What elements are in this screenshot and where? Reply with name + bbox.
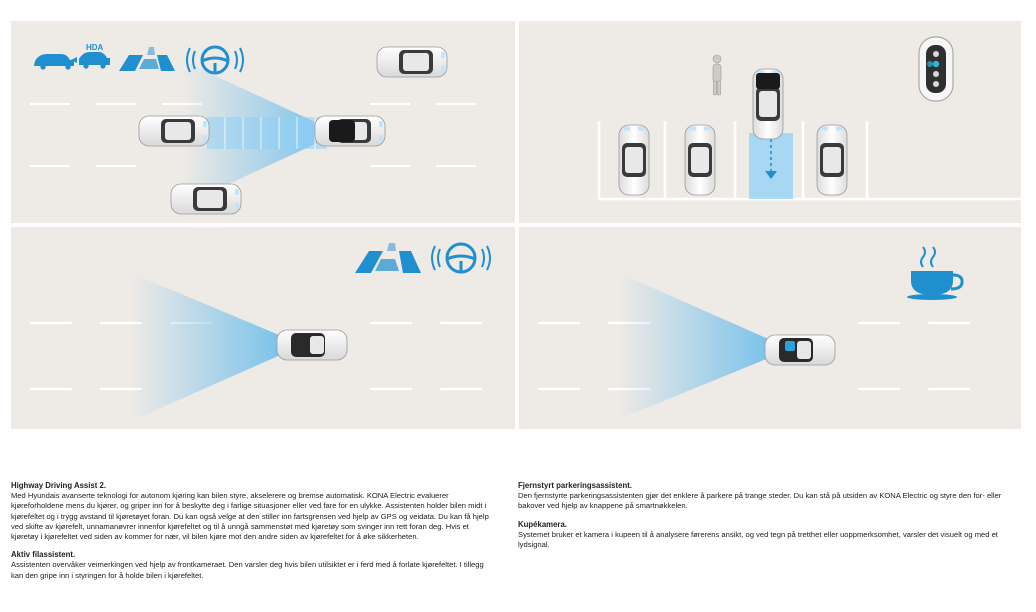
lane-assist-illustration	[11, 227, 515, 429]
section-body-lane: Assistenten overvåker veimerkingen ved h…	[11, 560, 484, 580]
steering-wheel-icon	[431, 242, 491, 274]
front-camera-view	[131, 273, 303, 421]
leading-car	[138, 115, 210, 147]
text-column-left: Highway Driving Assist 2. Med Hyundais a…	[11, 481, 491, 589]
parked-car-3	[816, 124, 848, 196]
ego-car	[276, 329, 348, 361]
section-body-parking: Den fjernstyrte parkeringsassistenten gj…	[518, 491, 1002, 511]
coffee-cup-icon	[907, 246, 964, 300]
ego-car	[314, 115, 386, 147]
car-follow-icon	[34, 52, 110, 70]
remote-parking-illustration	[519, 21, 1021, 223]
lane-icon	[355, 243, 421, 273]
adjacent-car-left	[170, 183, 242, 215]
safe-distance-zone	[207, 117, 327, 149]
cabin-camera-illustration	[519, 227, 1021, 429]
hda-illustration: HDA	[11, 21, 515, 223]
section-heading-lane: Aktiv filassistent.	[11, 550, 76, 560]
hda-badge: HDA	[86, 43, 104, 52]
pedestrian-icon	[712, 54, 722, 96]
section-heading-cabin: Kupékamera.	[518, 519, 567, 529]
smart-key-icon	[918, 36, 954, 102]
lane-icon	[119, 47, 175, 71]
steering-wheel-icon	[186, 45, 244, 75]
section-heading-hda: Highway Driving Assist 2.	[11, 481, 107, 490]
section-heading-parking: Fjernstyrt parkeringsassistent.	[518, 481, 632, 490]
remote-parked-car	[752, 68, 784, 140]
section-body-cabin: Systemet bruker et kamera i kupeen til å…	[518, 529, 998, 550]
ego-car	[764, 334, 836, 366]
camera-view-cone	[619, 273, 791, 419]
parked-car-1	[618, 124, 650, 196]
parked-car-2	[684, 124, 716, 196]
text-column-right: Fjernstyrt parkeringsassistent. Den fjer…	[518, 481, 1023, 558]
adjacent-car-right	[376, 46, 448, 78]
section-body-hda: Med Hyundais avanserte teknologi for aut…	[11, 491, 489, 542]
